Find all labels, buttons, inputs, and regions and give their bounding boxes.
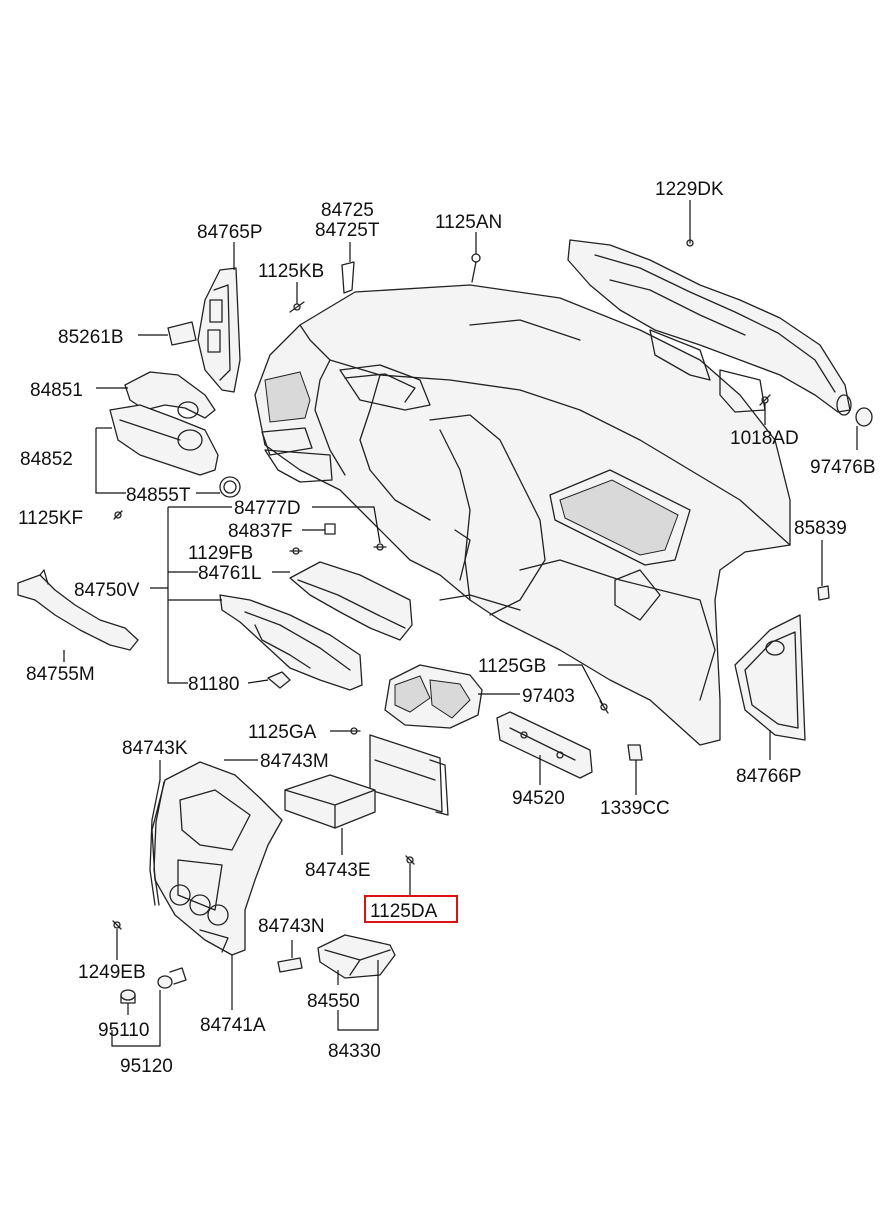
label-84761L[interactable]: 84761L (198, 563, 261, 584)
label-84743K[interactable]: 84743K (122, 738, 188, 759)
part-84765P-panel (197, 267, 241, 393)
label-1125AN[interactable]: 1125AN (435, 212, 502, 233)
label-84743M[interactable]: 84743M (260, 751, 329, 772)
label-97476B[interactable]: 97476B (810, 457, 876, 478)
label-94520[interactable]: 94520 (512, 788, 565, 809)
label-84765P[interactable]: 84765P (197, 222, 263, 243)
label-1125KF[interactable]: 1125KF (18, 508, 83, 529)
label-1339CC[interactable]: 1339CC (600, 798, 670, 819)
label-84725T[interactable]: 84725T (315, 220, 380, 241)
part-84743E-pocket (284, 774, 376, 829)
label-85839[interactable]: 85839 (794, 518, 847, 539)
leader-lines (63, 200, 858, 1047)
part-84755M-bracket (17, 569, 139, 651)
part-95120-socket (157, 967, 187, 989)
part-84330-ashtray (317, 934, 396, 979)
label-84743E[interactable]: 84743E (305, 860, 371, 881)
label-1129FB[interactable]: 1129FB (188, 543, 253, 564)
label-84852[interactable]: 84852 (20, 449, 73, 470)
part-84743K-strip (149, 779, 165, 906)
label-84851[interactable]: 84851 (30, 380, 83, 401)
part-audio-bracket (369, 734, 449, 816)
label-84725[interactable]: 84725 (321, 200, 374, 221)
part-84766P-side-cover (734, 614, 806, 741)
label-95120[interactable]: 95120 (120, 1056, 173, 1077)
label-84777D[interactable]: 84777D (234, 498, 301, 519)
part-84852-lower-shroud (109, 404, 219, 476)
part-94520-control (496, 711, 593, 779)
part-84743N-pad (277, 957, 303, 973)
part-84855T-ring (219, 476, 241, 498)
label-1125DA[interactable]: 1125DA (370, 901, 438, 922)
part-84741A-fascia (151, 761, 283, 956)
label-1125GA[interactable]: 1125GA (248, 722, 317, 743)
label-84743N[interactable]: 84743N (258, 916, 325, 937)
label-1018AD[interactable]: 1018AD (730, 428, 799, 449)
label-84855T[interactable]: 84855T (126, 485, 191, 506)
label-97403[interactable]: 97403 (522, 686, 575, 707)
part-95110-socket (120, 989, 136, 1004)
label-84550[interactable]: 84550 (307, 991, 360, 1012)
part-84750V-lower-panel (219, 594, 363, 691)
label-1249EB[interactable]: 1249EB (78, 962, 146, 983)
label-1229DK[interactable]: 1229DK (655, 179, 724, 200)
label-84837F[interactable]: 84837F (228, 521, 292, 542)
label-1125KB[interactable]: 1125KB (258, 261, 324, 282)
cowl-cross-member (567, 231, 873, 427)
part-labels: 1229DK 84725 84725T 1125AN 84765P 1125KB… (18, 179, 876, 1077)
label-85261B[interactable]: 85261B (58, 327, 124, 348)
label-95110[interactable]: 95110 (98, 1020, 149, 1041)
label-84766P[interactable]: 84766P (736, 766, 802, 787)
label-1125GB[interactable]: 1125GB (478, 656, 546, 677)
part-85261B-plate (167, 321, 197, 346)
label-81180[interactable]: 81180 (188, 674, 239, 695)
label-84755M[interactable]: 84755M (26, 664, 95, 685)
highlight-box-1125DA (364, 895, 458, 923)
label-84750V[interactable]: 84750V (74, 580, 140, 601)
part-97403-center-vent (384, 664, 483, 729)
part-84761L-shelf (289, 561, 413, 641)
label-84741A[interactable]: 84741A (200, 1015, 266, 1036)
part-81180-clip (267, 671, 291, 689)
label-84330[interactable]: 84330 (328, 1041, 381, 1062)
fasteners (112, 253, 830, 930)
dashboard-main-panel (254, 284, 791, 746)
